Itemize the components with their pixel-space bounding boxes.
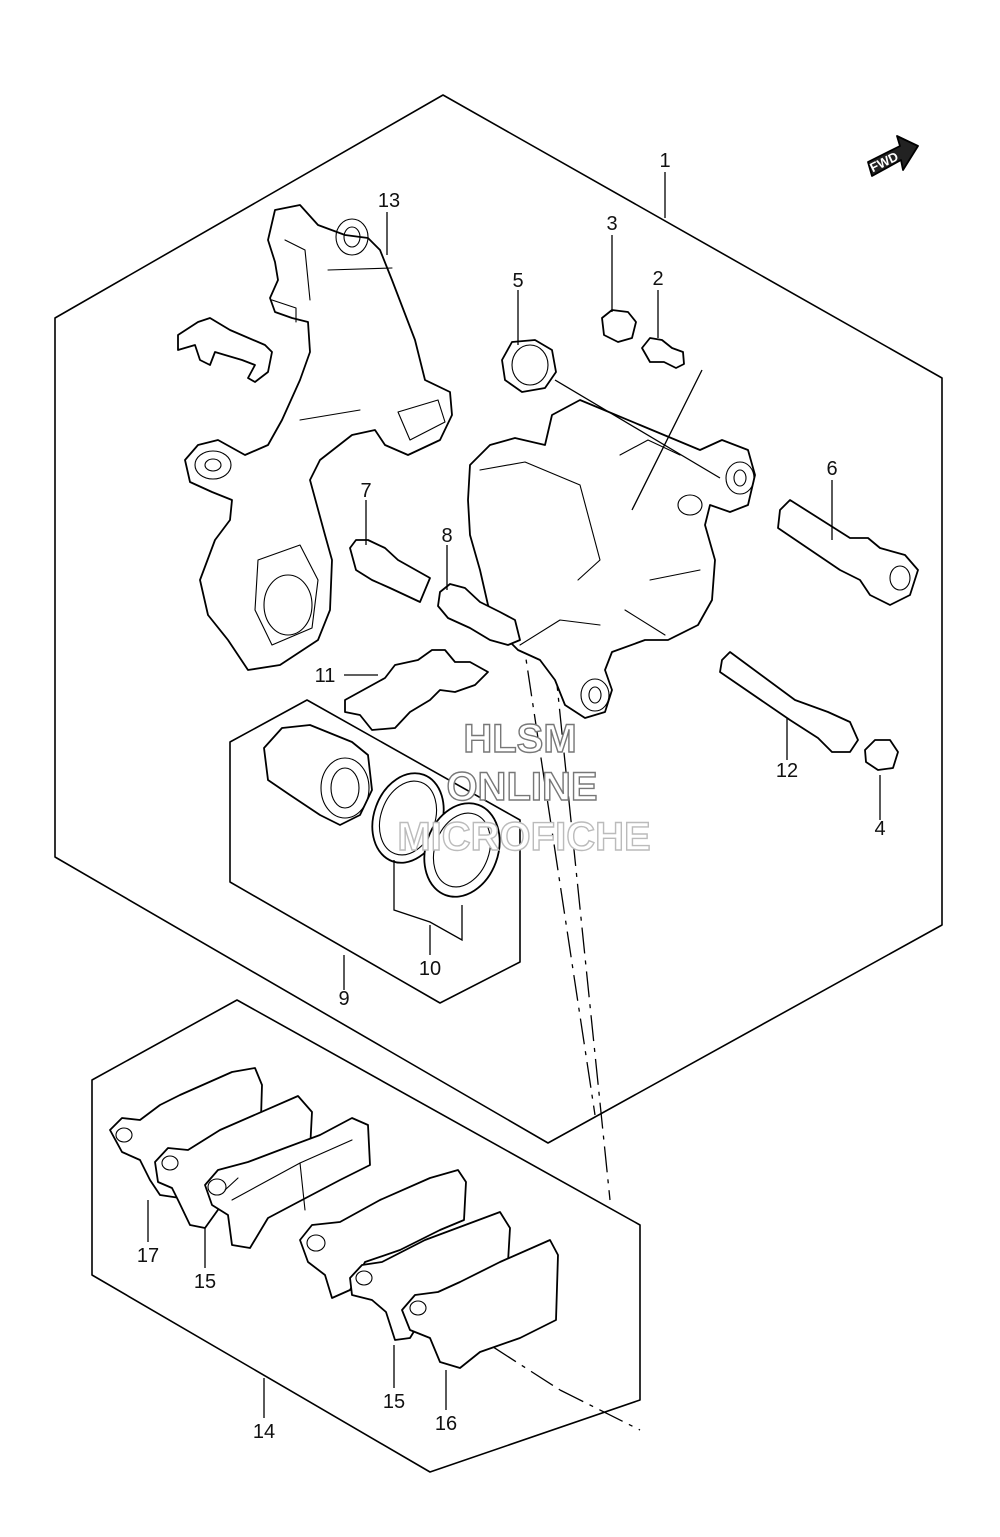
bleeder-valve-part-2 [641,337,685,369]
pad-spring-part-11 [344,649,489,731]
callout-3: 3 [606,213,617,235]
callout-15-lower: 15 [383,1391,405,1413]
caliper-assembly-boundary [54,94,943,1144]
slide-pin-part-12 [719,651,859,753]
pin-bolt-part-7 [349,539,431,603]
callout-4: 4 [874,818,885,840]
callout-16: 16 [435,1413,457,1435]
guide-line [554,664,611,1201]
callout-11: 11 [315,665,336,687]
callout-labels: 1 2 3 4 5 6 7 8 9 10 11 12 13 14 15 15 1… [137,150,886,1443]
boot-part-5 [501,339,557,393]
caliper-body [467,399,756,719]
watermark-line-2: ONLINE [446,765,597,809]
watermark: HLSM ONLINE MICROFICHE [397,716,652,859]
callout-5: 5 [512,270,523,292]
callout-8: 8 [441,525,452,547]
watermark-line-3: MICROFICHE [397,815,650,859]
callout-7: 7 [360,480,371,502]
leader-lines [147,172,881,1418]
callout-2: 2 [652,268,663,290]
pad-set-boundary [91,999,641,1473]
callout-9: 9 [338,988,349,1010]
callout-6: 6 [826,458,837,480]
callout-17: 17 [137,1245,159,1267]
callout-10: 10 [419,958,441,980]
piston-group-boundary [229,699,521,1004]
callout-12: 12 [776,760,798,782]
piston-seals-part-10 [371,772,501,898]
brake-pads-and-shims [109,1067,559,1369]
cap-part-3 [601,309,637,343]
watermark-line-1: HLSM [463,717,576,761]
fwd-label: FWD [867,149,900,175]
cap-part-4 [864,739,899,771]
guide-line [419,1299,561,1391]
slide-pin-part-6 [777,499,919,606]
fwd-arrow-icon: FWD [867,135,919,177]
caliper-bracket-part-13 [184,204,453,671]
callout-15-upper: 15 [194,1271,216,1293]
callout-13: 13 [378,190,400,212]
guide-line [559,1389,641,1431]
pin-boot-part-8 [437,583,521,646]
callout-14: 14 [253,1421,275,1443]
piston-part-9 [263,724,373,826]
bracket-clip [177,317,273,383]
callout-1: 1 [659,150,670,172]
